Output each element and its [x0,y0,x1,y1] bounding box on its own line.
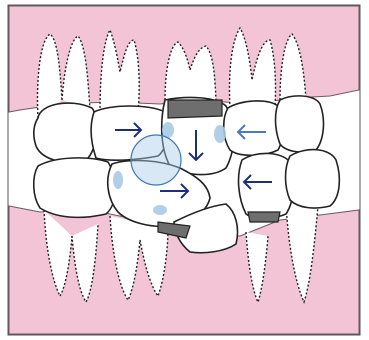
contact-zone-circle [131,135,181,185]
wear-band-upper [168,100,222,118]
wear-band-lower-right [248,212,280,222]
